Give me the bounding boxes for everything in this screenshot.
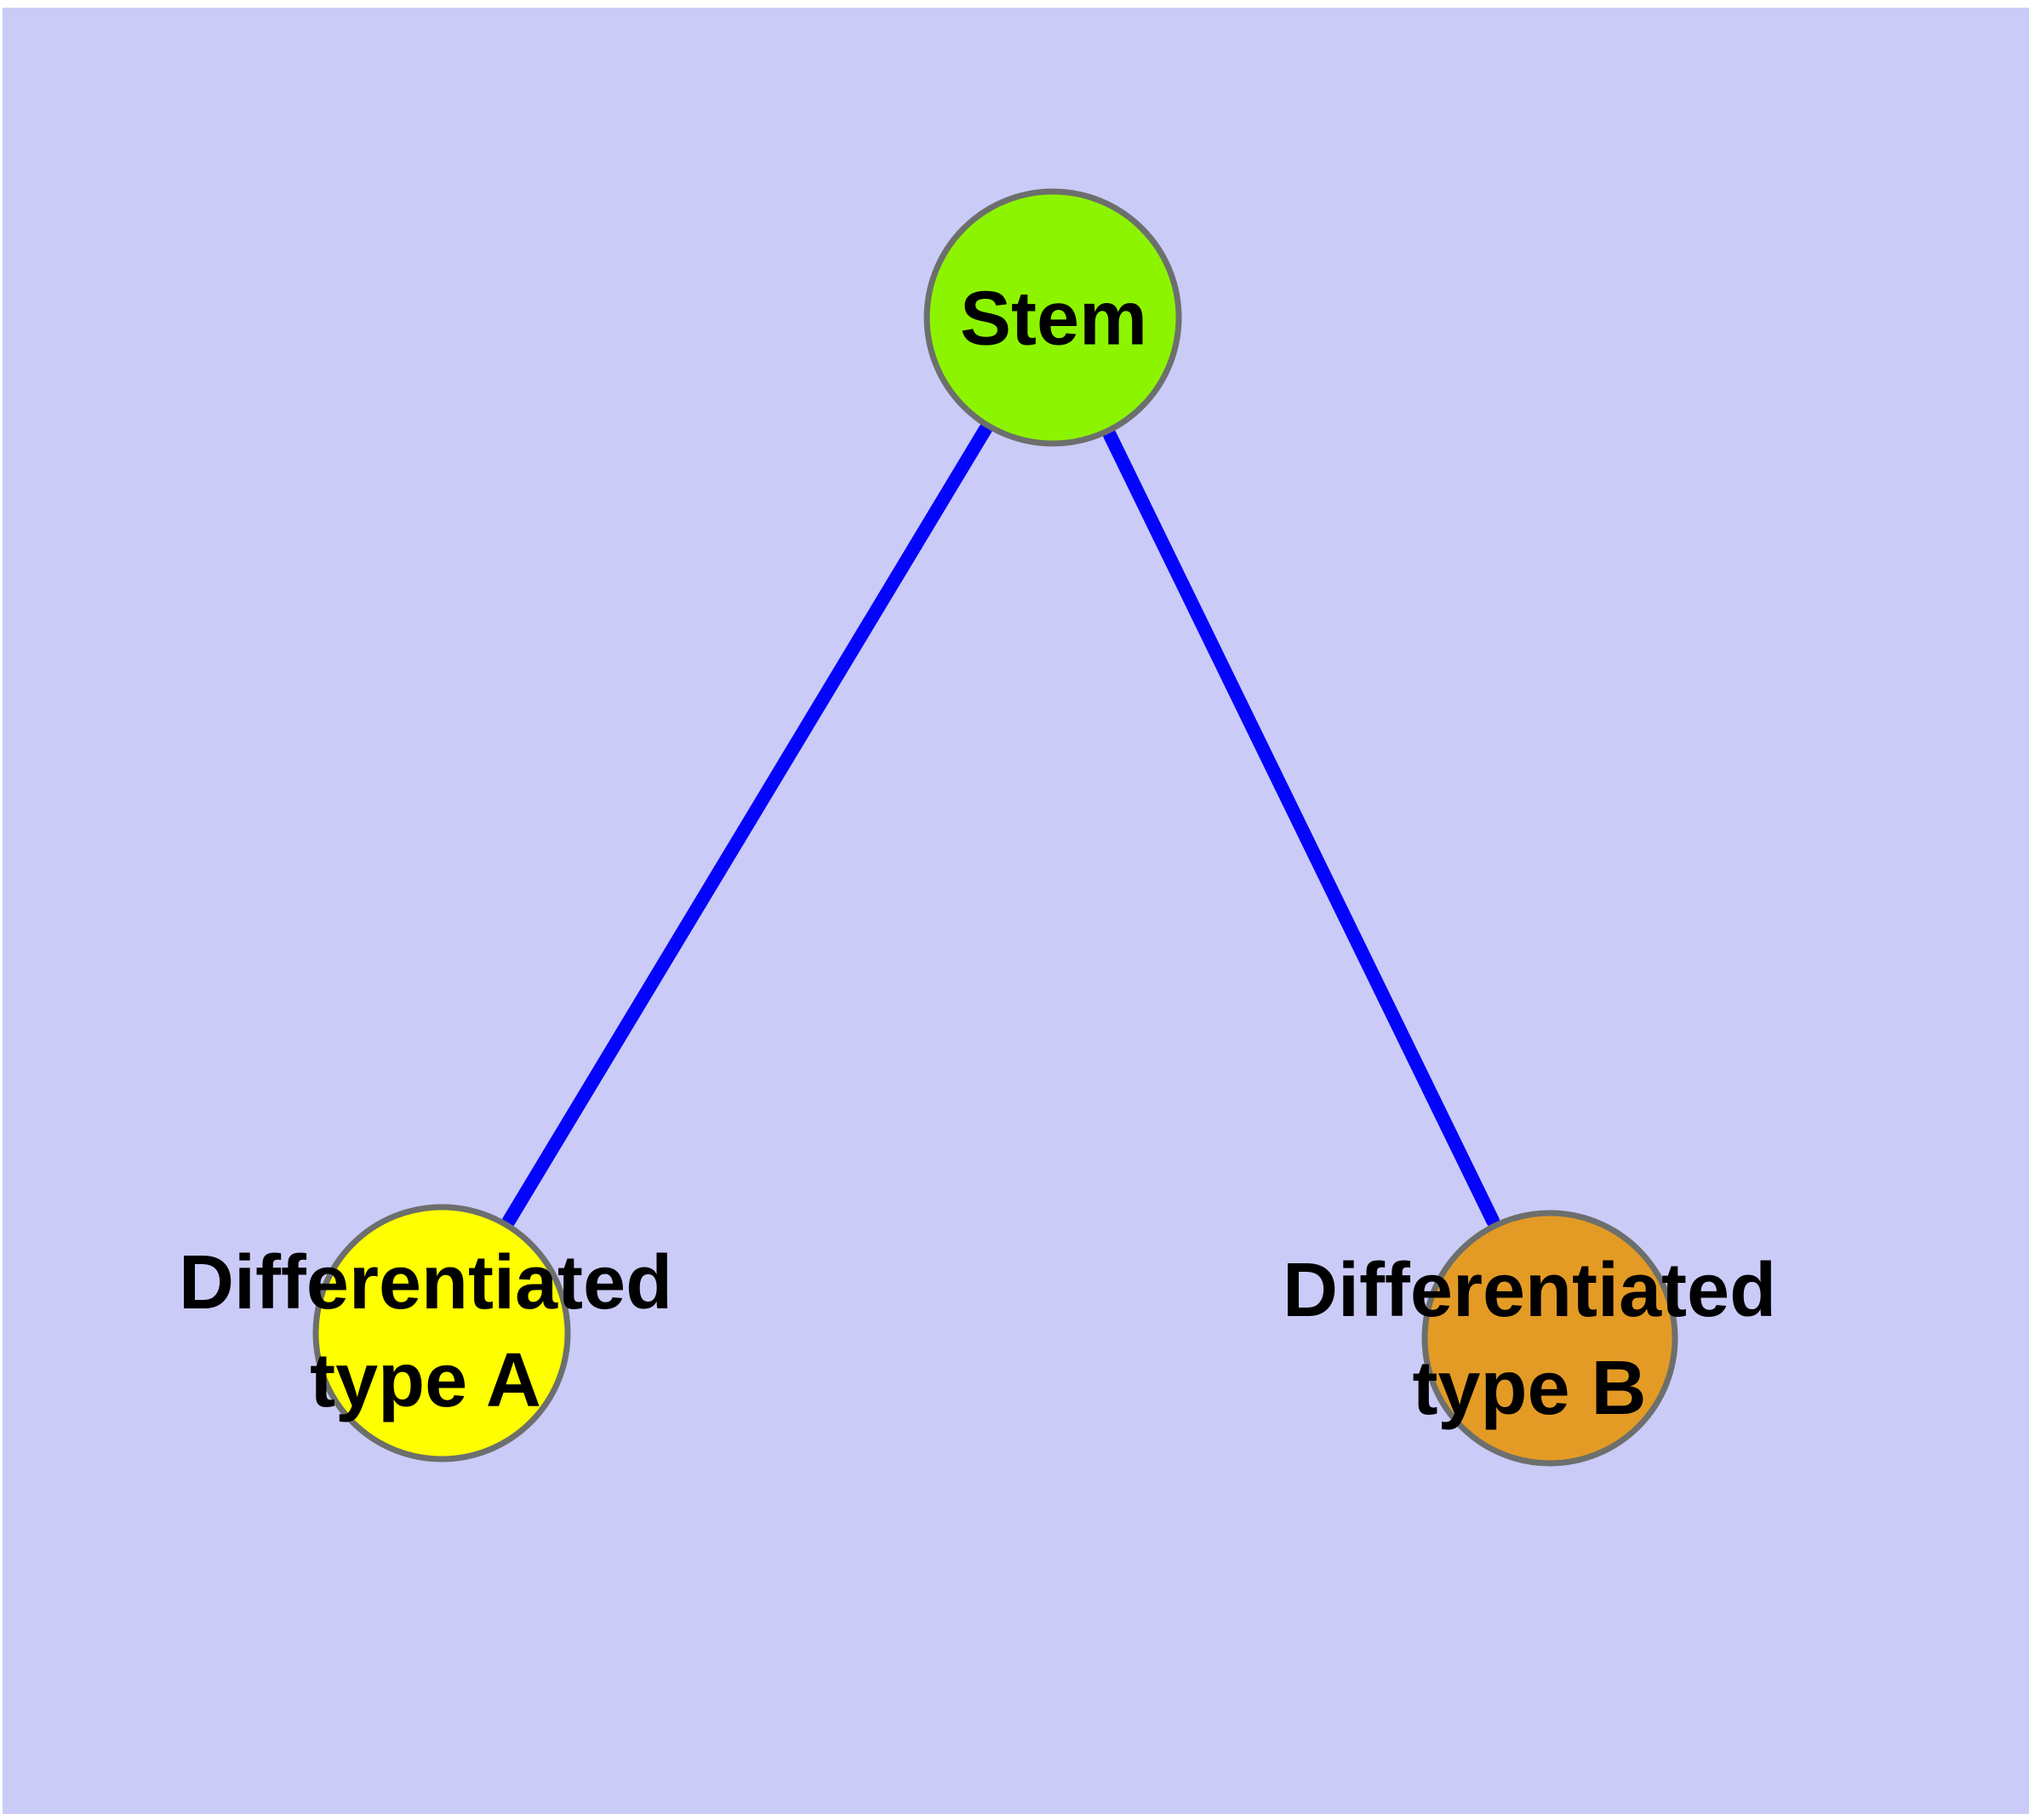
differentiated-type-a-label-line1: Differentiated: [178, 1240, 673, 1325]
differentiated-type-a-label: Differentiated type A: [179, 1234, 672, 1430]
differentiated-type-b-label: Differentiated type B: [1283, 1242, 1776, 1438]
differentiated-type-b-label-line1: Differentiated: [1282, 1248, 1777, 1333]
edge-stem-to-type-a: [502, 422, 992, 1228]
differentiated-type-b-label-line2: type B: [1412, 1346, 1647, 1431]
differentiated-type-a-node: [312, 1204, 571, 1462]
stem-node-label: Stem: [959, 276, 1148, 362]
differentiated-type-a-label-line2: type A: [310, 1338, 541, 1423]
differentiated-type-b-node: [1421, 1210, 1678, 1467]
stem-node: [923, 188, 1182, 447]
edge-stem-to-type-b: [1103, 428, 1500, 1228]
